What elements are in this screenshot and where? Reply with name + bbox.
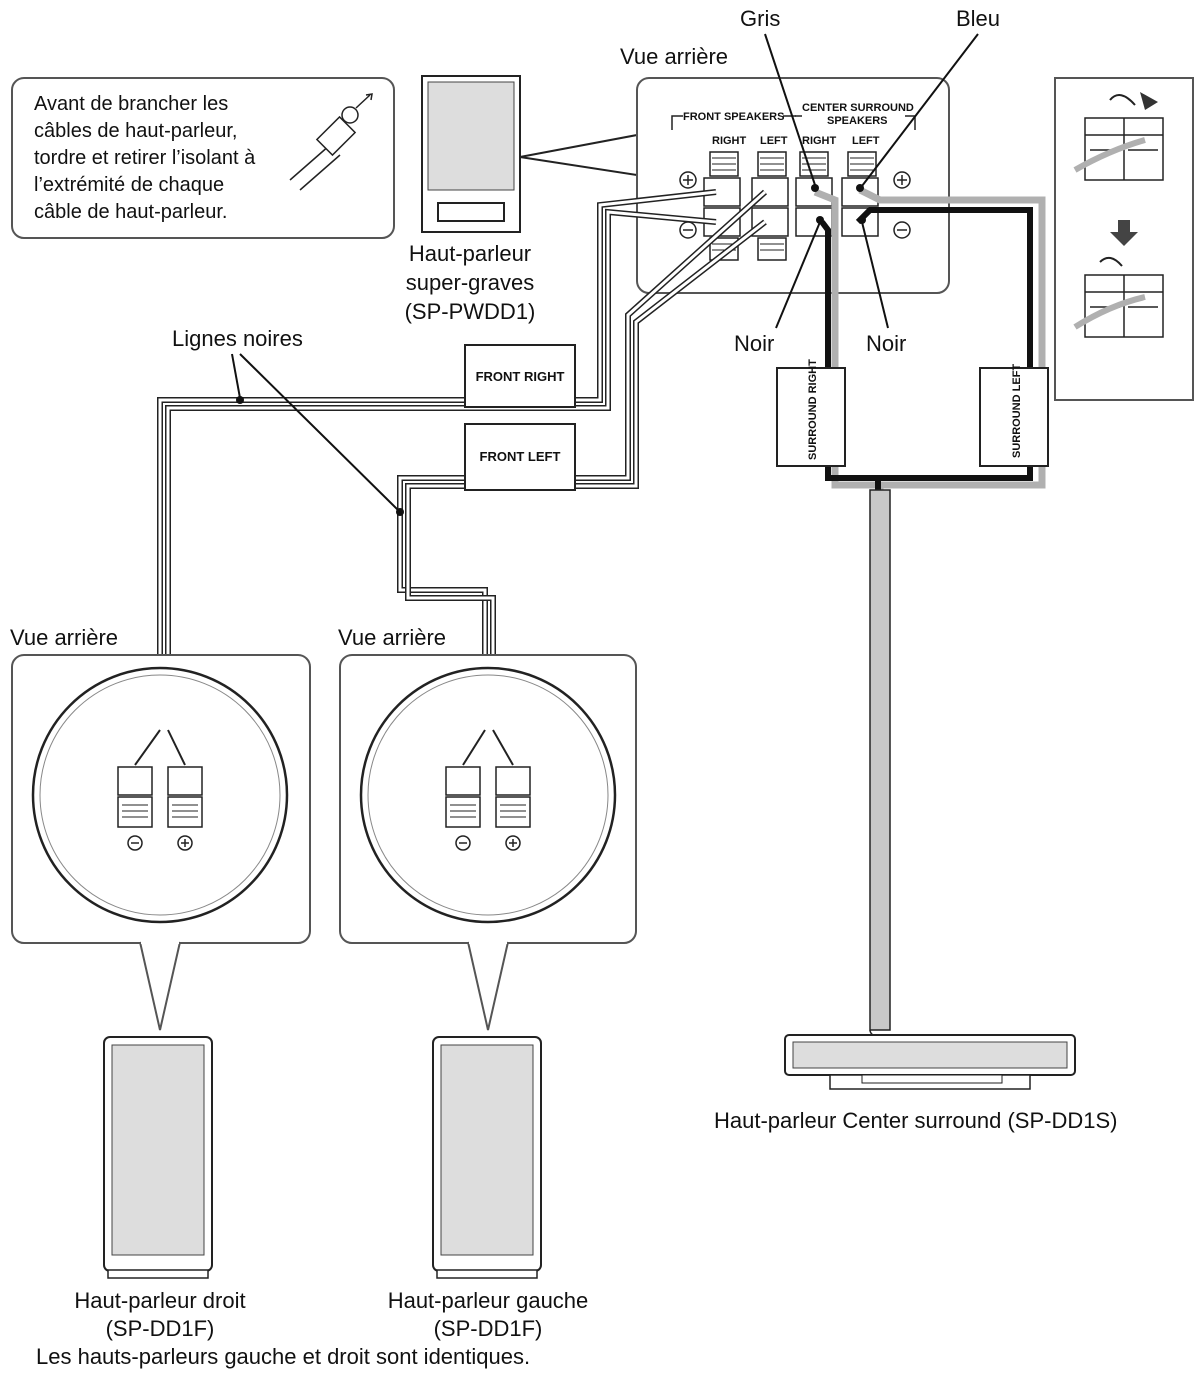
front-speaker-right xyxy=(103,1036,213,1279)
note-line: l’extrémité de chaque xyxy=(34,174,224,196)
polarity-icons xyxy=(679,171,911,239)
terminal-right-label: RIGHT xyxy=(802,135,837,147)
note-line: câble de haut-parleur. xyxy=(34,201,227,223)
noir-label: Noir xyxy=(734,331,774,356)
center-surround-speaker xyxy=(784,1034,1076,1090)
rear-view-right-speaker xyxy=(11,654,311,1031)
terminal-left-label: LEFT xyxy=(852,135,880,147)
arrow-icon xyxy=(1140,92,1158,110)
front-speakers-label: FRONT SPEAKERS xyxy=(683,111,784,123)
tag-label: SURROUND LEFT xyxy=(1011,364,1023,458)
rear-view-label: Vue arrière xyxy=(338,625,446,650)
tag-label: SURROUND RIGHT xyxy=(807,359,819,460)
terminal-usage-inset xyxy=(1054,77,1194,401)
note-line: Avant de brancher les xyxy=(34,93,228,115)
terminal-left-label: LEFT xyxy=(760,135,788,147)
front-wires xyxy=(157,189,768,730)
instruction-note: Avant de brancher les câbles de haut-par… xyxy=(11,77,395,239)
speakers-label: SPEAKERS xyxy=(827,115,888,127)
finger-icon xyxy=(1109,94,1136,106)
subwoofer-unit xyxy=(421,75,640,233)
gris-label: Gris xyxy=(740,6,780,31)
center-speaker-label: Haut-parleur Center surround (SP-DD1S) xyxy=(714,1108,1118,1133)
terminal-right-label: RIGHT xyxy=(712,135,747,147)
cable-tag-surround-right: SURROUND RIGHT xyxy=(776,359,846,467)
noir-label: Noir xyxy=(866,331,906,356)
note-line: câbles de haut-parleur, xyxy=(34,120,237,142)
surround-wires xyxy=(813,186,1046,1043)
speaker-right-label: Haut-parleur droit xyxy=(74,1288,245,1313)
rear-view-left-speaker xyxy=(339,654,637,1031)
subwoofer-model: (SP-PWDD1) xyxy=(405,299,536,324)
rear-view-label: Vue arrière xyxy=(10,625,118,650)
cable-tag-front-left: FRONT LEFT xyxy=(464,423,576,491)
speaker-wire-ends xyxy=(134,729,514,766)
speaker-left-label: Haut-parleur gauche xyxy=(388,1288,589,1313)
cable-tag-surround-left: SURROUND LEFT xyxy=(979,364,1049,467)
subwoofer-label: Haut-parleur xyxy=(409,241,531,266)
finger-icon xyxy=(1099,256,1123,267)
lignes-noires-label: Lignes noires xyxy=(172,326,303,351)
rear-panel: FRONT SPEAKERS CENTER SURROUND SPEAKERS … xyxy=(636,77,950,294)
speaker-right-model: (SP-DD1F) xyxy=(106,1316,215,1341)
note-line: tordre et retirer l’isolant à xyxy=(34,147,256,169)
rear-view-label: Vue arrière xyxy=(620,44,728,69)
cable-tag-front-right: FRONT RIGHT xyxy=(464,344,576,408)
bleu-label: Bleu xyxy=(956,6,1000,31)
speaker-left-model: (SP-DD1F) xyxy=(434,1316,543,1341)
down-arrow-icon xyxy=(1110,220,1138,246)
stripped-cable-icon xyxy=(289,93,373,191)
tag-label: FRONT RIGHT xyxy=(476,369,565,384)
center-surround-label: CENTER SURROUND xyxy=(802,102,914,114)
subwoofer-label: super-graves xyxy=(406,270,534,295)
front-speaker-left xyxy=(432,1036,542,1279)
tag-label: FRONT LEFT xyxy=(480,449,561,464)
identical-note: Les hauts-parleurs gauche et droit sont … xyxy=(36,1344,530,1369)
